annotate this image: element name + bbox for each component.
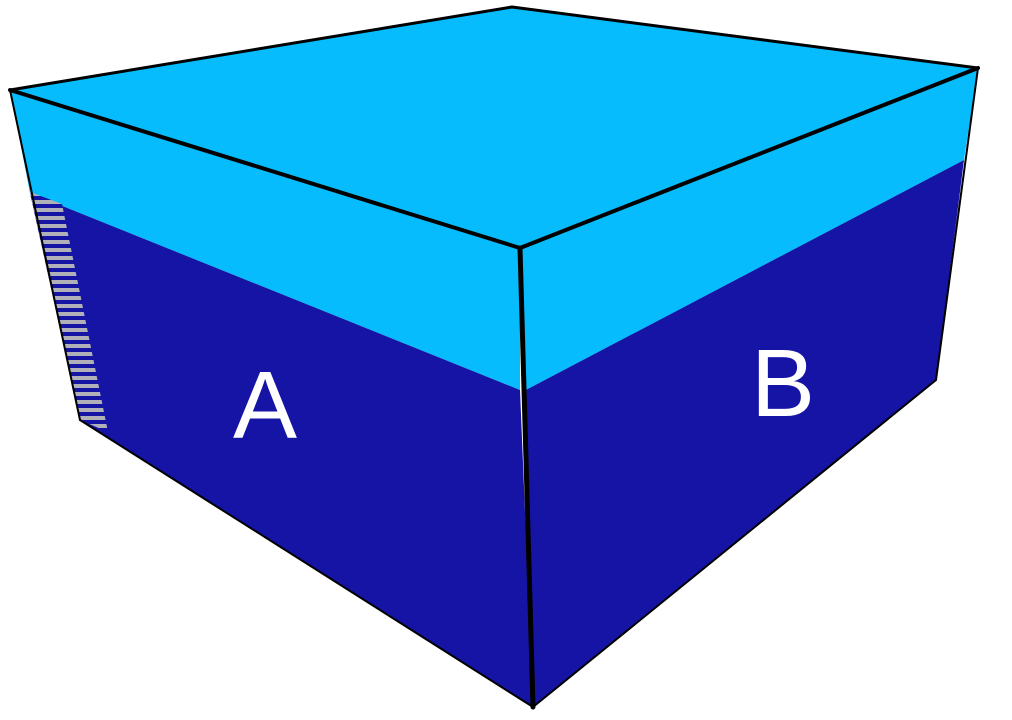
- right-vertical-edge: [935, 67, 979, 381]
- top-face-outline: [8, 5, 980, 92]
- front-top-left-edge: [8, 88, 522, 250]
- top-face: [10, 7, 978, 248]
- bottom-left-edge: [79, 419, 534, 708]
- face-a-upper-layer: [10, 90, 520, 390]
- face-b-label: B: [751, 330, 815, 437]
- front-top-right-edge: [518, 66, 980, 250]
- left-vertical-edge: [9, 89, 81, 421]
- bottom-right-edge: [532, 379, 937, 708]
- front-vertical-edge: [517, 245, 536, 710]
- face-b-lower-layer: [522, 160, 964, 707]
- face-a-lower-layer: [30, 193, 533, 707]
- face-a-label: A: [233, 352, 297, 459]
- face-a-hatched-strip: [30, 192, 108, 432]
- box-outline: [8, 5, 980, 710]
- face-b-upper-layer: [520, 68, 978, 392]
